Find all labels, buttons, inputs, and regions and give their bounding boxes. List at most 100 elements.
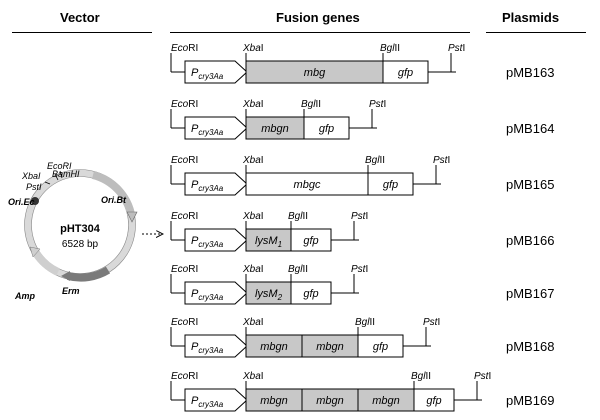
gene-segment-label: gfp [303,235,318,247]
fusion-construct-row: EcoRI Pcry3Aa XbaI mbgn gfp BglII PstI [170,99,386,140]
gene-segment-label: mbg [304,67,326,79]
gene-segment-label: mbgc [294,179,321,191]
gene-segment-label: gfp [373,341,388,353]
plasmid-name: pMB165 [506,177,555,192]
xbai-site-label: XbaI [242,155,264,166]
fusion-genes-header-rule [170,32,470,33]
promoter-arrow [184,334,248,358]
ecori-site-label: EcoRI [171,43,198,54]
gene-segment-label: mbgn [316,341,344,353]
psti-site-label: PstI [474,371,491,382]
ecori-site-label: EcoRI [171,155,198,166]
bglii-site-label: BglII [365,155,385,166]
gene-segment-label: mbgn [316,395,344,407]
ecori-site-label: EcoRI [171,317,198,328]
gene-segment-label: mbgn [260,395,288,407]
bglii-site-label: BglII [288,211,308,222]
erm-segment [67,266,111,282]
bglii-site-label: BglII [301,99,321,110]
ori-bt-segment [91,171,135,216]
vector-name: pHT304 [60,223,101,235]
vector-site-xbai: XbaI [21,171,41,181]
gene-segment [382,60,429,84]
gene-segment-label: lysM2 [255,288,283,302]
ecori-site-label: EcoRI [171,371,198,382]
psti-site-label: PstI [433,155,450,166]
promoter-arrow [184,116,248,140]
gene-segment-label: lysM1 [255,235,282,249]
gene-segment-label: gfp [303,288,318,300]
erm-label: Erm [62,286,80,296]
ori-bt-arrowhead [126,211,138,223]
promoter-label: Pcry3Aa [191,341,224,355]
bglii-site-label: BglII [355,317,375,328]
promoter-arrow [184,228,248,252]
vector-map: EcoRI BamHI XbaI PstI Ori.Ec Ori.Bt Amp … [8,161,138,301]
ori-ec-marker [31,197,39,205]
gene-segment-label: gfp [319,123,334,135]
promoter-arrow [184,60,248,84]
plasmid-name: pMB169 [506,393,555,408]
xbai-site-label: XbaI [242,43,264,54]
plasmid-name: pMB163 [506,65,555,80]
erm-arrowhead [61,271,70,281]
ori-ec-label: Ori.Ec [8,197,35,207]
promoter-label: Pcry3Aa [191,67,224,81]
plasmid-name: pMB167 [506,286,555,301]
ecori-site-label: EcoRI [171,264,198,275]
gene-segment [290,228,332,252]
promoter-label: Pcry3Aa [191,235,224,249]
psti-site-label: PstI [448,43,465,54]
gene-segment [413,388,455,412]
promoter-arrow [184,172,248,196]
gene-segment-label: gfp [398,67,413,79]
fusion-construct-row: EcoRI Pcry3Aa XbaI mbgc gfp BglII PstI [170,155,450,196]
xbai-site-label: XbaI [242,99,264,110]
promoter-label: Pcry3Aa [191,123,224,137]
vector-site-ecori: EcoRI [47,161,72,171]
gene-segment-label: gfp [383,179,398,191]
promoter-label: Pcry3Aa [191,288,224,302]
promoter-arrow [184,388,248,412]
plasmid-name: pMB164 [506,121,555,136]
gene-segment [357,334,404,358]
promoter-arrow [184,281,248,305]
amp-arrowhead [29,246,41,258]
xbai-site-label: XbaI [242,264,264,275]
gene-segment [367,172,414,196]
psti-site-label: PstI [351,264,368,275]
ori-bt-label: Ori.Bt [101,195,127,205]
promoter-label: Pcry3Aa [191,179,224,193]
gene-segment-label: mbgn [261,123,289,135]
ecori-site-label: EcoRI [171,211,198,222]
fusion-construct-row: EcoRI Pcry3Aa XbaI mbg gfp BglII PstI [170,43,465,84]
psti-site-label: PstI [423,317,440,328]
fusion-construct-row: EcoRI Pcry3Aa XbaI lysM1 gfp BglII PstI [170,211,368,252]
bglii-site-label: BglII [288,264,308,275]
gene-segment [290,281,332,305]
vector-site-psti: PstI [26,182,42,192]
xbai-site-label: XbaI [242,371,264,382]
ecori-site-label: EcoRI [171,99,198,110]
vector-size: 6528 bp [62,239,99,250]
psti-site-label: PstI [369,99,386,110]
fusion-construct-row: EcoRI Pcry3Aa XbaI lysM2 gfp BglII PstI [170,264,368,305]
gene-segment-label: mbgn [372,395,400,407]
plasmid-name: pMB168 [506,339,555,354]
bglii-site-label: BglII [380,43,400,54]
gene-segment-label: mbgn [260,341,288,353]
gene-segment-label: gfp [426,395,441,407]
plasmid-name: pMB166 [506,233,555,248]
vector-site-bamhi: BamHI [52,169,80,179]
plasmids-header: Plasmids [502,10,560,25]
gene-segment [303,116,350,140]
vector-header: Vector [60,10,100,25]
psti-site-label: PstI [351,211,368,222]
fusion-genes-header: Fusion genes [276,10,360,25]
xbai-site-label: XbaI [242,211,264,222]
bglii-site-label: BglII [411,371,431,382]
